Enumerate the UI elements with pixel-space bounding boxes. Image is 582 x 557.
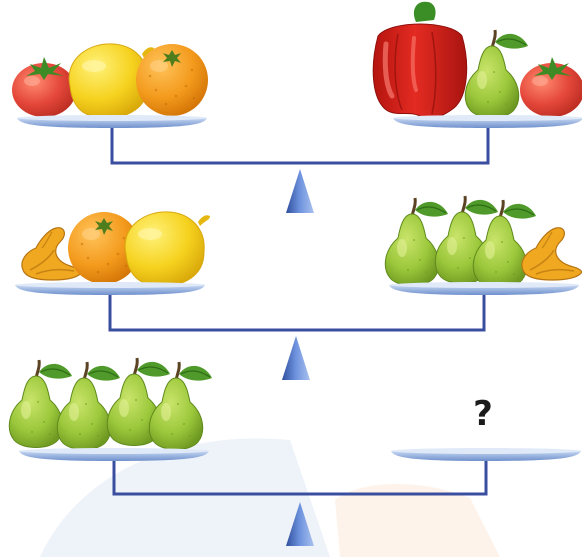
pan <box>17 115 207 128</box>
chanterelle-mushroom-icon <box>521 226 582 281</box>
balance-beam <box>112 458 488 496</box>
right-pan <box>373 2 582 128</box>
empty-pan <box>391 448 581 461</box>
fulcrum <box>282 336 310 380</box>
pan <box>393 115 582 128</box>
balance-beam <box>110 126 490 165</box>
tomato-icon <box>12 57 76 117</box>
unknown-weight-question-mark: ? <box>473 394 493 434</box>
left-pan <box>12 43 208 128</box>
left-pan <box>7 356 214 461</box>
tomato-icon <box>520 57 582 117</box>
pear-icon <box>463 28 530 119</box>
right-pan <box>383 194 582 295</box>
right-pan <box>391 448 581 461</box>
balance-beam <box>108 292 486 332</box>
background-watermark <box>40 438 500 557</box>
left-pan <box>15 211 211 295</box>
pan <box>15 282 205 295</box>
fulcrum <box>286 169 314 213</box>
orange-icon <box>136 44 208 116</box>
balance-row-3 <box>7 356 581 546</box>
pan <box>19 448 209 461</box>
balance-row-2 <box>15 194 582 380</box>
lemon-icon <box>124 211 211 287</box>
balance-row-1 <box>12 2 582 213</box>
pan <box>389 282 579 295</box>
red-bell-pepper-icon <box>373 2 466 118</box>
